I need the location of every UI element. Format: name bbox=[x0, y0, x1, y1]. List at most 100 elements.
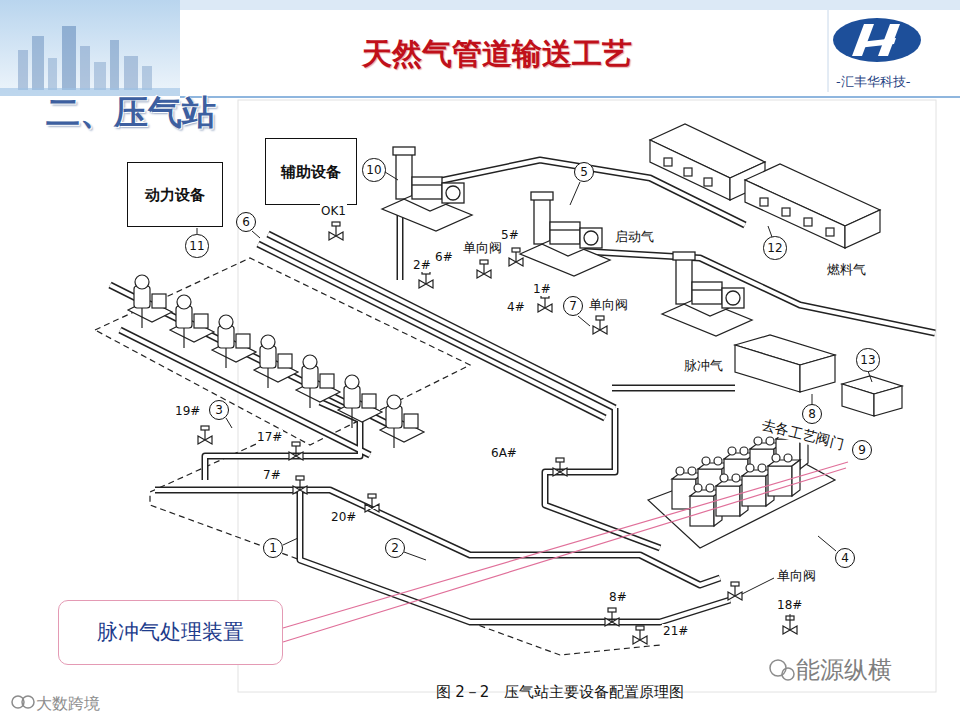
buildings bbox=[745, 180, 845, 248]
equipment-box bbox=[735, 335, 902, 416]
valve-number: 18# bbox=[776, 598, 803, 612]
figure-caption: 图 2－2 压气站主要设备配置原理图 bbox=[360, 683, 760, 701]
header-picture bbox=[18, 50, 28, 90]
valve-symbol bbox=[477, 260, 491, 278]
compressor-row bbox=[170, 295, 214, 348]
leader-line bbox=[385, 172, 398, 180]
pipes bbox=[110, 160, 935, 622]
gas-turbine-unit bbox=[382, 147, 472, 231]
pipes bbox=[110, 160, 935, 622]
slide-title: 天然气管道输送工艺 bbox=[247, 36, 747, 72]
pipes bbox=[110, 160, 935, 622]
part-name: 单向阀 bbox=[776, 568, 817, 584]
watermark: 大数跨境 bbox=[36, 694, 100, 713]
part-name: 单向阀 bbox=[462, 240, 503, 256]
valve-symbol bbox=[538, 294, 552, 312]
callout-number: 11 bbox=[185, 234, 208, 257]
valve-symbol bbox=[633, 626, 647, 644]
valve-symbol bbox=[198, 426, 212, 444]
buildings bbox=[664, 158, 672, 166]
buildings bbox=[684, 168, 692, 176]
equipment-box bbox=[874, 386, 902, 416]
leader-line bbox=[868, 371, 872, 382]
part-name: 单向阀 bbox=[588, 297, 629, 313]
box-label: 辅助设备 bbox=[281, 163, 341, 181]
leader-line bbox=[226, 418, 232, 428]
part-name: 脉冲气 bbox=[683, 358, 724, 374]
callout-number: 4 bbox=[835, 548, 855, 568]
figure-frame bbox=[238, 100, 936, 692]
compressor-row bbox=[380, 395, 424, 448]
buildings bbox=[804, 218, 812, 226]
buildings bbox=[760, 198, 768, 206]
pointer-line bbox=[283, 468, 846, 642]
leader-line bbox=[768, 226, 772, 237]
dashed-boundary bbox=[95, 258, 660, 655]
header-band bbox=[180, 0, 960, 10]
header-picture bbox=[32, 36, 44, 90]
watermark-icon bbox=[782, 668, 794, 680]
valve-symbol bbox=[198, 222, 797, 644]
callout-number: 7 bbox=[563, 296, 583, 316]
header-rule bbox=[180, 96, 960, 98]
equipment-box bbox=[735, 345, 800, 392]
company-logo bbox=[833, 18, 921, 62]
compressor-row bbox=[296, 355, 340, 408]
leader-line bbox=[818, 536, 836, 551]
header-picture bbox=[0, 0, 180, 96]
valve-number: OK1 bbox=[320, 204, 347, 218]
buildings bbox=[650, 124, 880, 248]
gas-turbine-unit bbox=[382, 147, 752, 336]
part-name: 去各工艺阀门 bbox=[760, 416, 846, 453]
callout-number: 3 bbox=[209, 400, 229, 420]
part-name: 启动气 bbox=[614, 229, 655, 245]
valve-number: 19# bbox=[174, 404, 201, 418]
leader-line bbox=[283, 538, 298, 545]
valve-number: 5# bbox=[500, 228, 520, 242]
compressor-row bbox=[338, 375, 382, 428]
watermark-icon bbox=[12, 660, 794, 708]
pointer-line bbox=[283, 462, 848, 628]
valve-number: 17# bbox=[256, 430, 283, 444]
callout-number: 5 bbox=[574, 162, 594, 182]
leader-line bbox=[252, 231, 260, 238]
valve-symbol bbox=[329, 222, 343, 240]
compressor-row bbox=[254, 335, 298, 388]
valve-symbol bbox=[419, 270, 433, 288]
compressor-row bbox=[128, 275, 424, 448]
callout-number: 2 bbox=[385, 538, 405, 558]
valve-symbol bbox=[509, 248, 523, 266]
watermark-icon bbox=[22, 696, 34, 708]
valve-symbol bbox=[293, 476, 307, 494]
valve-number: 4# bbox=[506, 300, 526, 314]
header-picture bbox=[94, 62, 106, 90]
callout-number: 8 bbox=[802, 404, 822, 424]
equipment-box: 辅助设备 bbox=[265, 138, 357, 205]
equipment-box bbox=[800, 355, 835, 392]
compressor-row bbox=[212, 315, 256, 368]
pointer-line bbox=[283, 462, 848, 642]
leader-line bbox=[742, 578, 774, 594]
buildings bbox=[650, 140, 730, 200]
pipes bbox=[545, 408, 660, 548]
leader-line bbox=[812, 394, 813, 404]
part-name: 燃料气 bbox=[826, 262, 867, 278]
valve-number: 6# bbox=[434, 250, 454, 264]
callout-number: 6 bbox=[236, 212, 256, 232]
valve-number: 8# bbox=[608, 590, 628, 604]
callout-number: 12 bbox=[763, 236, 786, 259]
buildings bbox=[782, 208, 790, 216]
valve-number: 21# bbox=[662, 624, 689, 638]
pipes bbox=[155, 490, 720, 585]
valve-symbol bbox=[365, 494, 379, 512]
buildings bbox=[826, 228, 834, 236]
equipment-box: 动力设备 bbox=[127, 162, 223, 227]
leader-line bbox=[790, 614, 791, 620]
box-label: 动力设备 bbox=[145, 186, 205, 204]
header-picture bbox=[142, 66, 152, 90]
gas-turbine-unit bbox=[662, 252, 752, 336]
callout-number: 9 bbox=[852, 440, 872, 460]
header-picture bbox=[48, 58, 57, 90]
